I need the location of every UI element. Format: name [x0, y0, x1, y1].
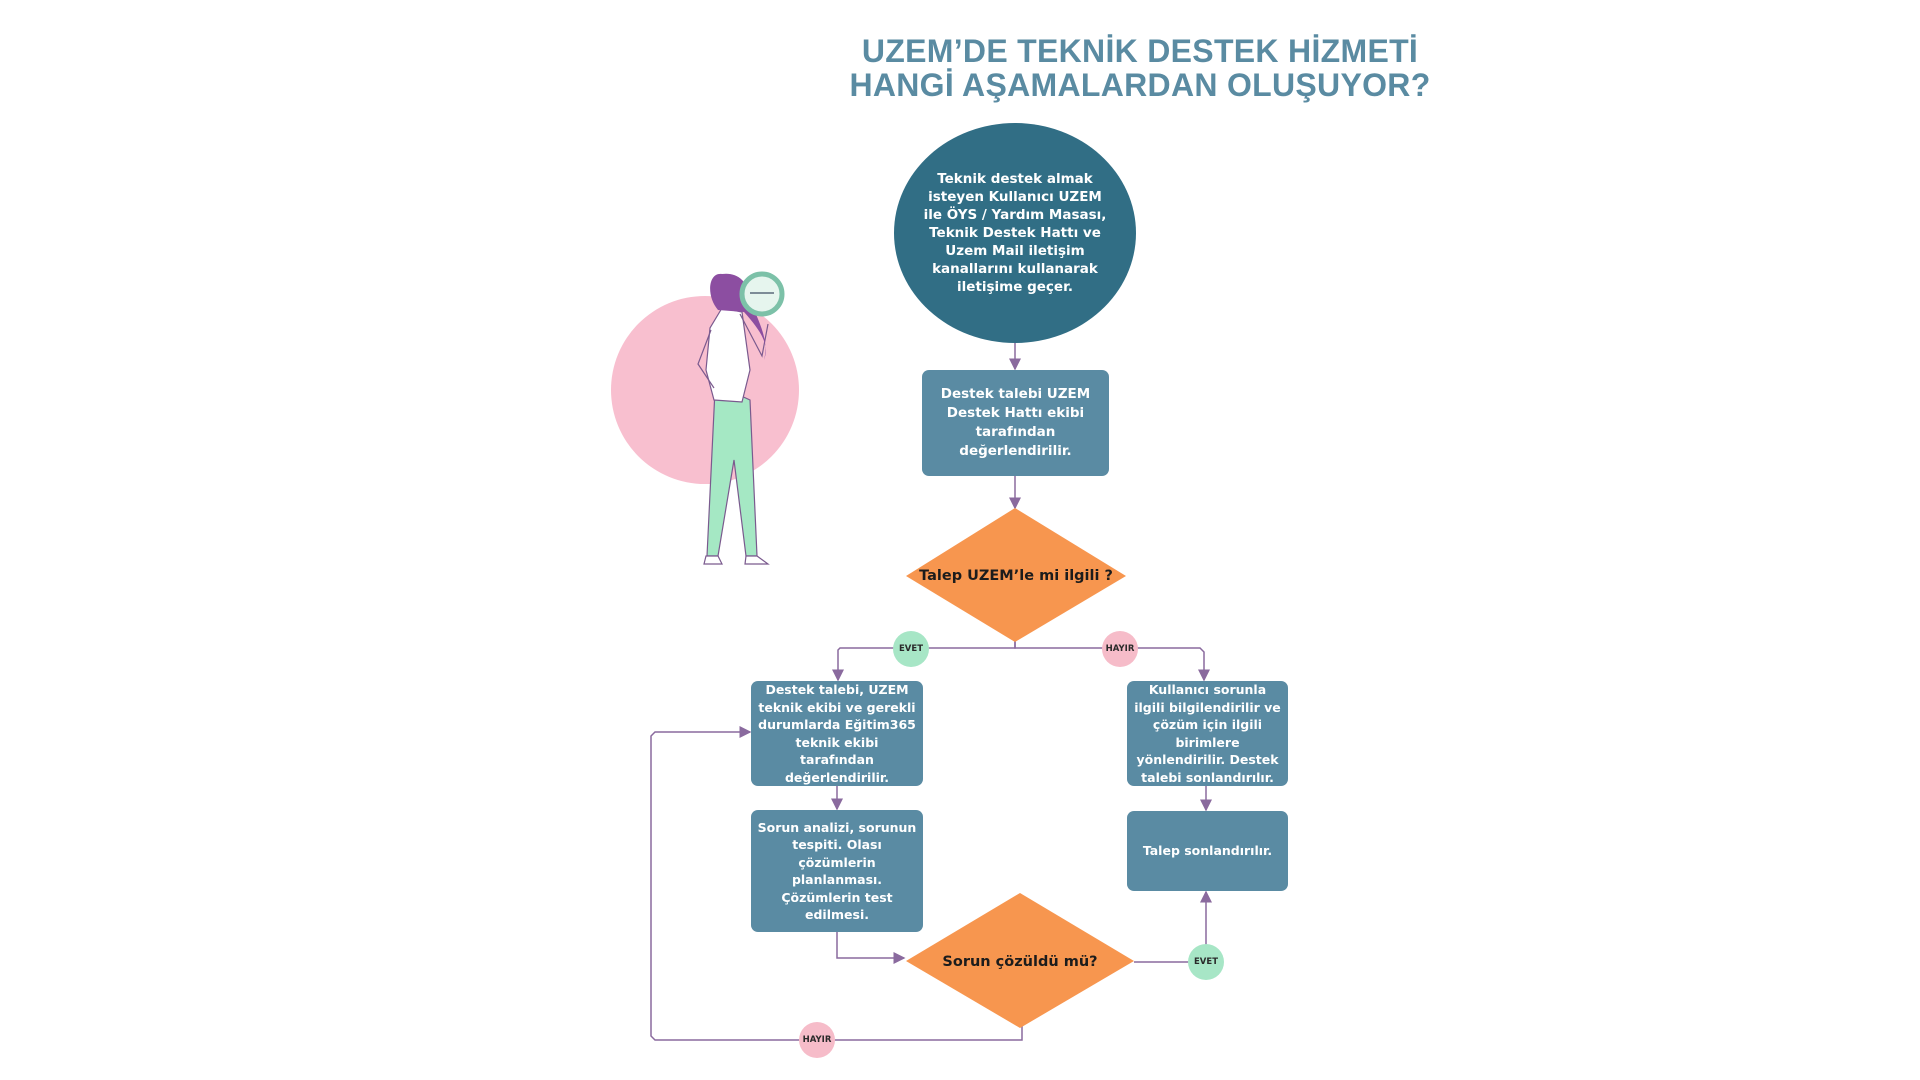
analysis-node: Sorun analizi, sorunun tespiti. Olası çö… — [751, 810, 923, 932]
decision-related-label: Talep UZEM’le mi ilgili ? — [919, 568, 1113, 584]
title-line-2: HANGİ AŞAMALARDAN OLUŞUYOR? — [849, 67, 1431, 103]
no-badge-right: HAYIR — [1102, 631, 1138, 667]
arrow-analysis-to-solved — [836, 932, 906, 964]
arrow-solved-no-to-uzem-team — [650, 726, 1023, 1041]
page-title: UZEM’DE TEKNİK DESTEK HİZMETİ HANGİ AŞAM… — [640, 34, 1640, 102]
uzem-team-node: Destek talebi, UZEM teknik ekibi ve gere… — [751, 681, 923, 786]
illustration-arm-right — [739, 313, 769, 358]
closed-node: Talep sonlandırılır. — [1127, 811, 1288, 891]
title-line-1: UZEM’DE TEKNİK DESTEK HİZMETİ — [861, 33, 1419, 69]
redirect-node: Kullanıcı sorunla ilgili bilgilendirilir… — [1127, 681, 1288, 786]
arrow-decision-no-to-redirect — [1014, 640, 1210, 682]
decision-diamond-related — [906, 508, 1126, 642]
evaluate-node: Destek talebi UZEM Destek Hattı ekibi ta… — [922, 370, 1109, 476]
illustration-shoe-left — [703, 555, 723, 565]
start-node: Teknik destek almak isteyen Kullanıcı UZ… — [894, 123, 1136, 343]
yes-badge-left: EVET — [893, 631, 929, 667]
decision-solved-label: Sorun çözüldü mü? — [942, 954, 1098, 970]
yes-badge-bottom: EVET — [1188, 944, 1224, 980]
no-badge-bottom: HAYIR — [799, 1022, 835, 1058]
decision-diamond-solved — [906, 893, 1134, 1028]
illustration-magnifier — [739, 271, 785, 317]
person-with-magnifier-illustration — [611, 271, 799, 565]
illustration-arm-left — [697, 329, 715, 389]
illustration-shoe-right — [744, 555, 770, 565]
illustration-hair — [710, 273, 766, 360]
illustration-legs — [706, 389, 758, 557]
